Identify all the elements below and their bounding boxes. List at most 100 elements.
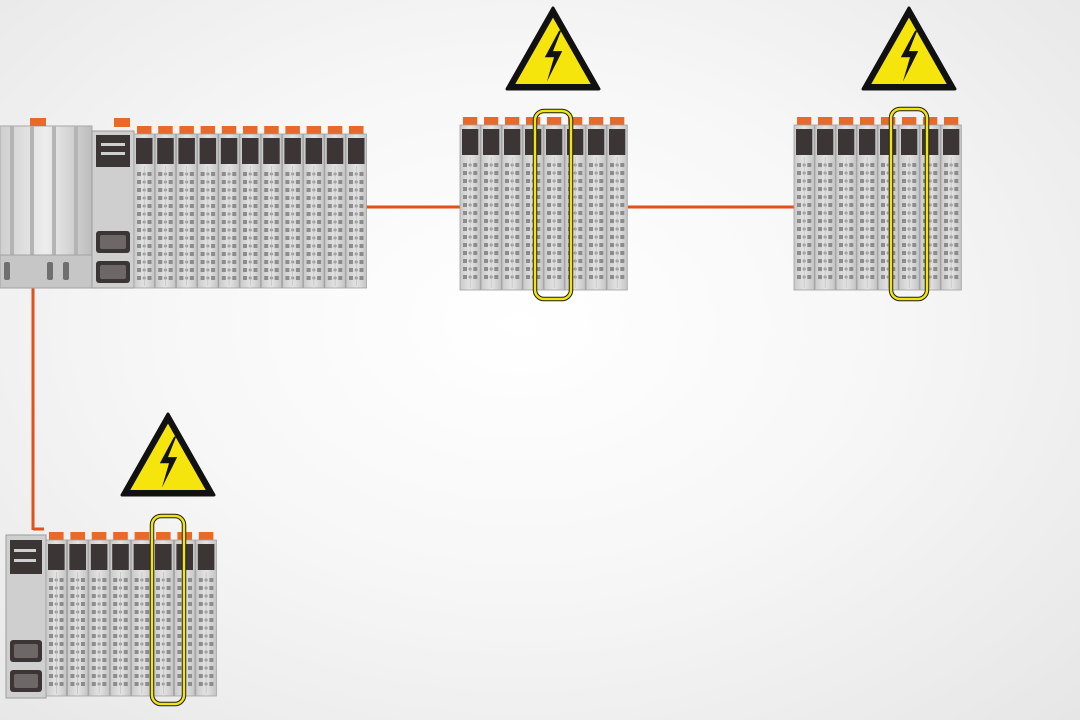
module-label-plate — [483, 129, 500, 155]
module-label-plate — [817, 129, 834, 155]
io-module-highlighted — [152, 532, 175, 697]
module-label-plate — [922, 129, 939, 155]
port-icon — [63, 262, 69, 280]
connector-tab — [134, 532, 150, 541]
connector-tab — [198, 532, 214, 541]
connector-tab — [610, 117, 625, 126]
module-label-plate — [609, 129, 626, 155]
io-module — [793, 117, 815, 291]
module-label-plate — [305, 138, 323, 164]
connector-tab — [349, 126, 364, 135]
io-module — [324, 126, 346, 289]
io-module — [564, 117, 586, 291]
highlighted-module-frame-yellow — [150, 514, 186, 706]
connector-tab — [158, 126, 173, 135]
port-icon — [47, 262, 53, 280]
highlighted-module-frame-yellow — [533, 109, 573, 301]
io-module-highlighted — [898, 117, 920, 291]
module-label-plate — [348, 138, 365, 164]
high-voltage-warning-icon — [861, 6, 957, 91]
module-label-plate — [504, 129, 521, 155]
module-label-plate — [284, 138, 301, 164]
io-module — [877, 117, 899, 291]
connector-tab — [49, 532, 64, 541]
io-module — [835, 117, 857, 291]
high-voltage-warning-icon — [505, 6, 601, 91]
connector-tab — [484, 117, 499, 126]
connector-tab — [860, 117, 875, 126]
io-module — [88, 532, 110, 697]
module-label-plate — [155, 544, 172, 570]
module-label-plate — [796, 129, 813, 155]
lightning-bolt-icon — [159, 436, 178, 488]
bus-coupler — [5, 534, 47, 699]
connector-tab — [113, 532, 128, 541]
io-module — [218, 126, 240, 289]
connector-tab — [797, 117, 812, 126]
io-module — [67, 532, 89, 697]
module-label-plate — [69, 544, 86, 570]
connector-tab — [505, 117, 520, 126]
module-label-plate — [859, 129, 876, 155]
remote-station-2 — [793, 6, 962, 302]
module-label-plate — [133, 544, 151, 570]
connector-tab — [306, 126, 322, 135]
bus-cables — [31, 205, 794, 531]
module-label-plate — [242, 138, 259, 164]
io-module — [606, 117, 628, 291]
io-module — [195, 532, 217, 697]
module-label-plate — [90, 544, 108, 570]
connector-tab — [70, 532, 85, 541]
io-module — [814, 117, 836, 291]
module-label-plate — [48, 544, 65, 570]
io-module — [856, 117, 878, 291]
io-module — [154, 126, 177, 289]
connector-tab — [568, 117, 583, 126]
port-icon — [4, 262, 10, 280]
io-module — [131, 532, 153, 697]
lightning-bolt-icon — [544, 30, 563, 82]
connector-tab — [30, 118, 46, 126]
connector-tab — [243, 126, 258, 135]
connector-tab — [137, 126, 152, 135]
module-label-plate — [220, 138, 238, 164]
io-module — [239, 126, 261, 289]
connector-tab — [200, 126, 216, 135]
io-module — [197, 126, 219, 289]
module-label-plate — [197, 544, 215, 570]
io-module — [133, 126, 155, 289]
io-module — [345, 126, 367, 289]
connector-tab — [114, 118, 130, 127]
connector-tab — [881, 117, 896, 126]
io-module — [175, 126, 198, 289]
io-module-highlighted — [543, 117, 565, 291]
module-label-plate — [880, 129, 897, 155]
main-station — [0, 118, 367, 289]
module-label-plate — [157, 138, 174, 164]
io-module — [281, 126, 304, 289]
module-label-plate — [326, 138, 344, 164]
cpu-housing — [0, 118, 93, 289]
io-module — [585, 117, 607, 291]
io-module — [109, 532, 132, 697]
connector-tab — [547, 117, 562, 126]
io-module — [480, 117, 502, 291]
connector-tab — [923, 117, 938, 126]
module-label-plate — [838, 129, 855, 155]
lightning-bolt-icon — [900, 30, 919, 82]
io-module — [260, 126, 283, 289]
module-label-plate — [112, 544, 129, 570]
io-module — [919, 117, 941, 291]
connector-tab — [944, 117, 959, 126]
module-label-plate — [178, 138, 195, 164]
module-label-plate — [901, 129, 918, 155]
connector-tab — [264, 126, 279, 135]
module-label-plate — [136, 138, 153, 164]
connector-tab — [221, 126, 237, 135]
connector-tab — [327, 126, 343, 135]
module-label-plate — [943, 129, 960, 155]
connector-tab — [818, 117, 833, 126]
module-label-plate — [462, 129, 479, 155]
connector-tab — [902, 117, 917, 126]
